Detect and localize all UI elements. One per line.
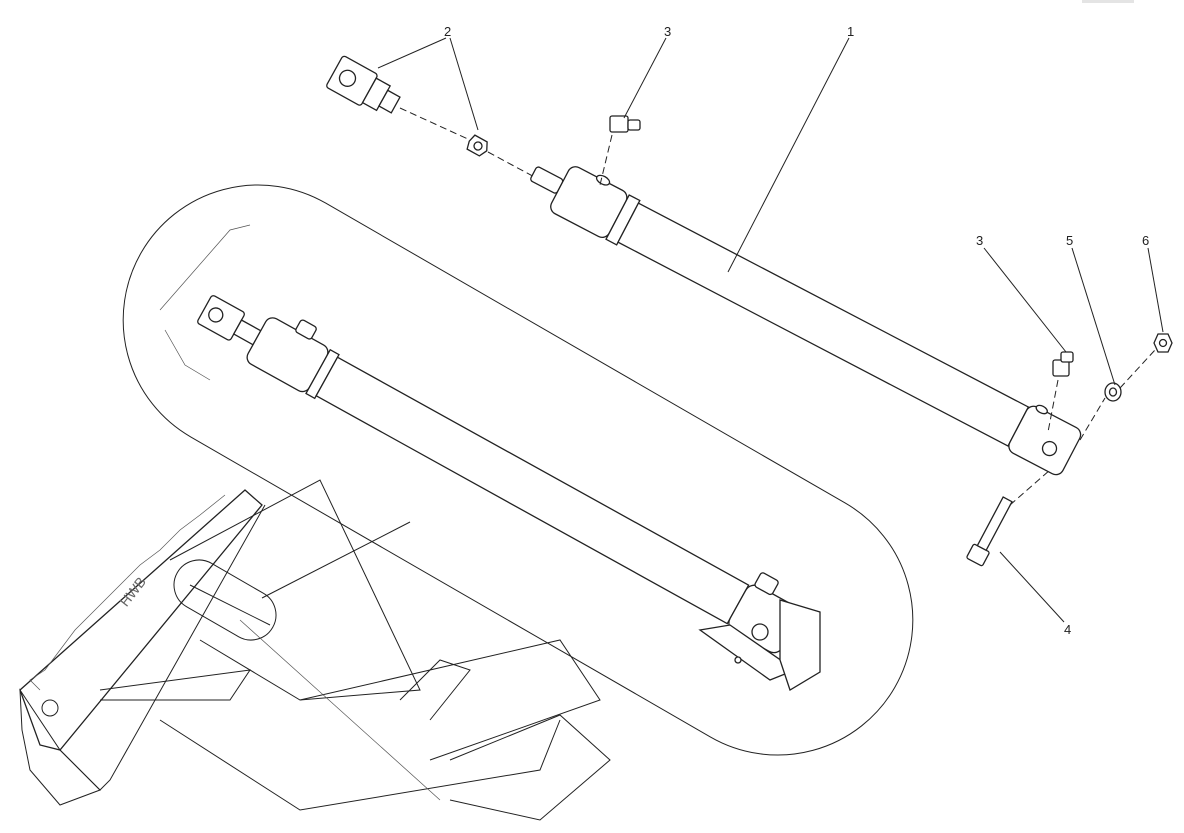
callout-3b: 3 — [976, 233, 983, 248]
part-6-nut — [1153, 333, 1173, 353]
inset-leader-line — [261, 521, 411, 599]
detail-inset — [122, 184, 914, 756]
callout-1: 1 — [847, 24, 854, 39]
callout-3a: 3 — [664, 24, 671, 39]
top-edge-bar — [1082, 0, 1134, 3]
machine-overview: HWB — [19, 479, 611, 821]
part-3-fitting-top — [609, 115, 641, 133]
callout-5: 5 — [1066, 233, 1073, 248]
leader-lines — [377, 37, 1164, 623]
inset-cylinder — [197, 295, 801, 654]
inset-bracket — [698, 599, 821, 691]
part-2-nut — [466, 134, 488, 157]
part-4-bolt — [966, 496, 1013, 567]
part-1-cylinder — [530, 166, 1082, 476]
part-3-fitting-bottom — [1052, 351, 1074, 377]
callout-2: 2 — [444, 24, 451, 39]
part-2-clevis — [326, 55, 488, 157]
part-5-washer — [1104, 382, 1122, 402]
callout-6: 6 — [1142, 233, 1149, 248]
callout-4: 4 — [1064, 622, 1071, 637]
